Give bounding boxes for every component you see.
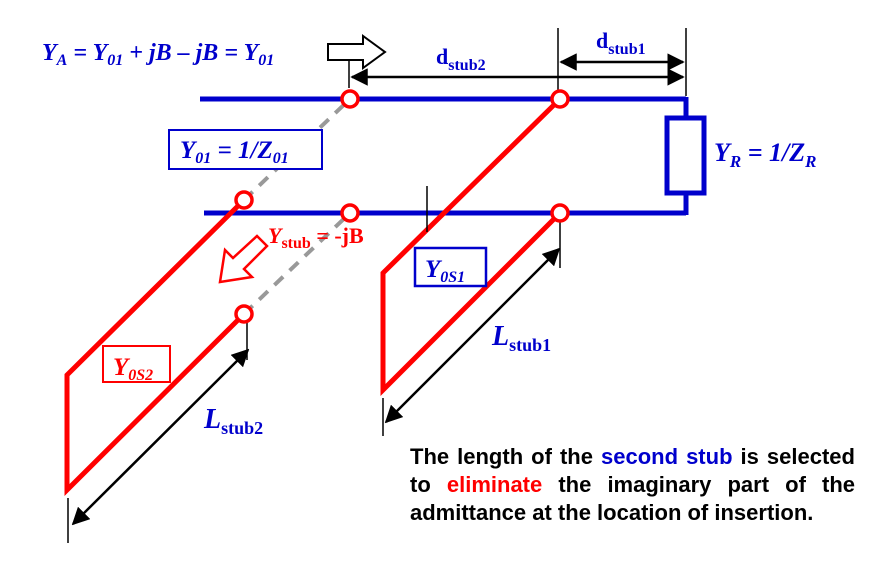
lstub1-label: Lstub1 [491,321,551,355]
y0s2-label: Y0S2 [113,354,153,384]
caption-highlight-eliminate: eliminate [446,472,543,497]
y0s1-label: Y0S1 [425,256,465,286]
junction-nodes [234,89,570,324]
lstub2-label: Lstub2 [203,404,263,438]
y0s2-box [102,345,171,383]
dstub1-label: dstub1 [596,28,646,58]
lstub2-arrow [71,348,250,526]
dimension-arrows [71,53,685,526]
yr-label: YR = 1/ZR [714,138,817,171]
caption-highlight-second-stub: second stub [601,444,733,469]
down-left-hollow-arrow [218,234,269,284]
caption-text: The length of the second stub is selecte… [410,444,855,525]
equation-top: YA = Y01 + jB – jB = Y01 [42,40,274,69]
y01-label: Y01 = 1/Z01 [180,137,289,167]
lstub1-arrow [384,247,561,424]
dstub2-label: dstub2 [436,44,486,74]
load-resistor [664,115,707,196]
right-hollow-arrow [327,34,387,70]
ystub-label: Ystub = -jB [268,223,364,252]
y01-box [168,129,323,170]
y0s1-box [413,246,488,288]
